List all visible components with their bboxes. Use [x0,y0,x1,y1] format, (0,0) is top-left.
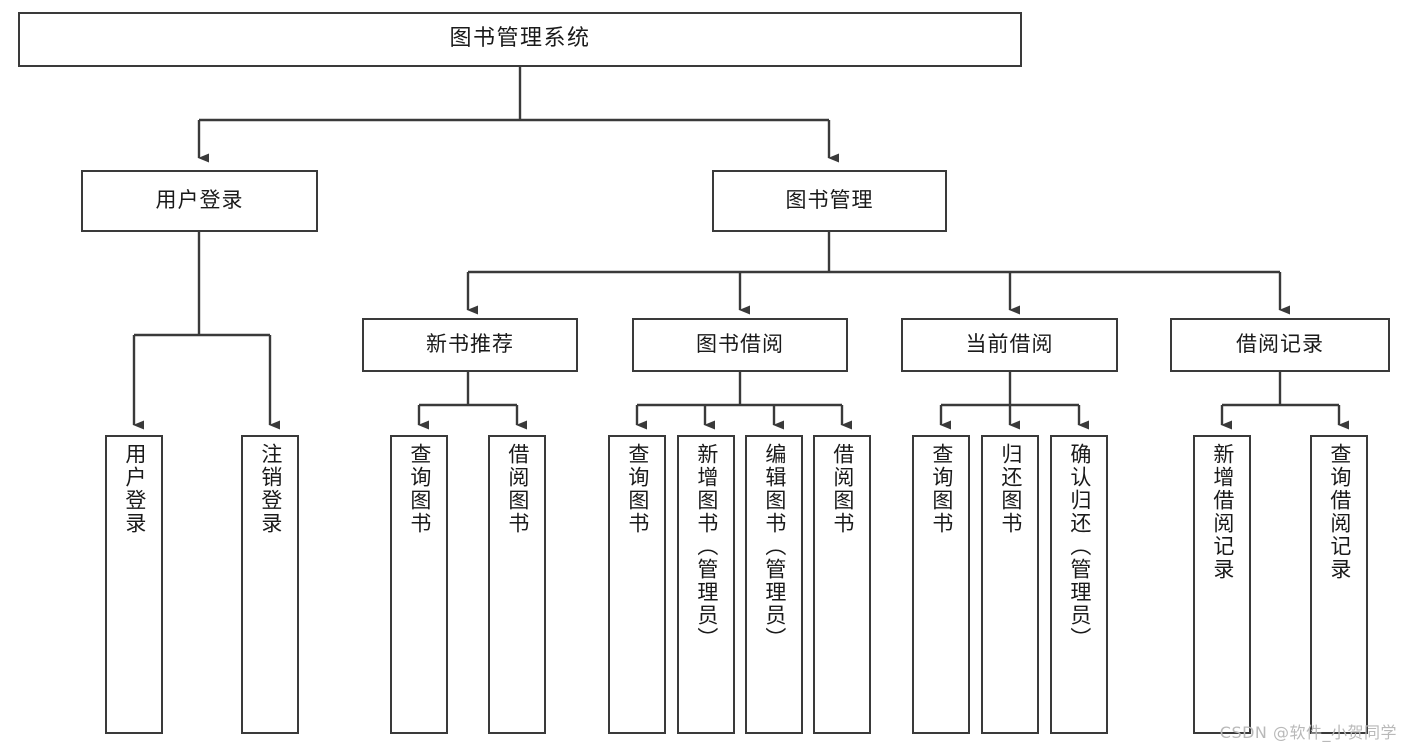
leaf-user-login-logout[interactable]: 注销登录 [241,435,299,734]
leaf-borrow-borrow-book[interactable]: 借阅图书 [813,435,871,734]
node-new-book-recommend[interactable]: 新书推荐 [362,318,578,372]
leaf-label: 归还图书 [998,443,1023,535]
leaf-label: 确认归还（管理员） [1067,443,1092,650]
leaf-label: 查询图书 [407,443,432,535]
leaf-borrow-edit-book-admin[interactable]: 编辑图书（管理员） [745,435,803,734]
leaf-borrow-query-book[interactable]: 查询图书 [608,435,666,734]
leaf-borrow-add-book-admin[interactable]: 新增图书（管理员） [677,435,735,734]
leaf-record-add-record[interactable]: 新增借阅记录 [1193,435,1251,734]
leaf-label: 查询图书 [625,443,650,535]
leaf-current-return-book[interactable]: 归还图书 [981,435,1039,734]
leaf-current-confirm-return-admin[interactable]: 确认归还（管理员） [1050,435,1108,734]
leaf-label: 借阅图书 [830,443,855,535]
node-current-borrow[interactable]: 当前借阅 [901,318,1118,372]
leaf-record-query-record[interactable]: 查询借阅记录 [1310,435,1368,734]
node-borrow-record[interactable]: 借阅记录 [1170,318,1390,372]
node-book-borrow[interactable]: 图书借阅 [632,318,848,372]
leaf-current-query-book[interactable]: 查询图书 [912,435,970,734]
leaf-label: 新增借阅记录 [1210,443,1235,581]
leaf-new-book-query[interactable]: 查询图书 [390,435,448,734]
leaf-new-book-borrow[interactable]: 借阅图书 [488,435,546,734]
csdn-watermark: CSDN @软件_小贺同学 [1219,723,1397,742]
node-root-system[interactable]: 图书管理系统 [18,12,1022,67]
leaf-label: 借阅图书 [505,443,530,535]
leaf-label: 编辑图书（管理员） [762,443,787,650]
leaf-user-login-login[interactable]: 用户登录 [105,435,163,734]
leaf-label: 查询借阅记录 [1327,443,1352,581]
node-book-management[interactable]: 图书管理 [712,170,947,232]
leaf-label: 注销登录 [258,443,283,535]
leaf-label: 新增图书（管理员） [694,443,719,650]
node-user-login[interactable]: 用户登录 [81,170,318,232]
leaf-label: 查询图书 [929,443,954,535]
leaf-label: 用户登录 [122,443,147,535]
